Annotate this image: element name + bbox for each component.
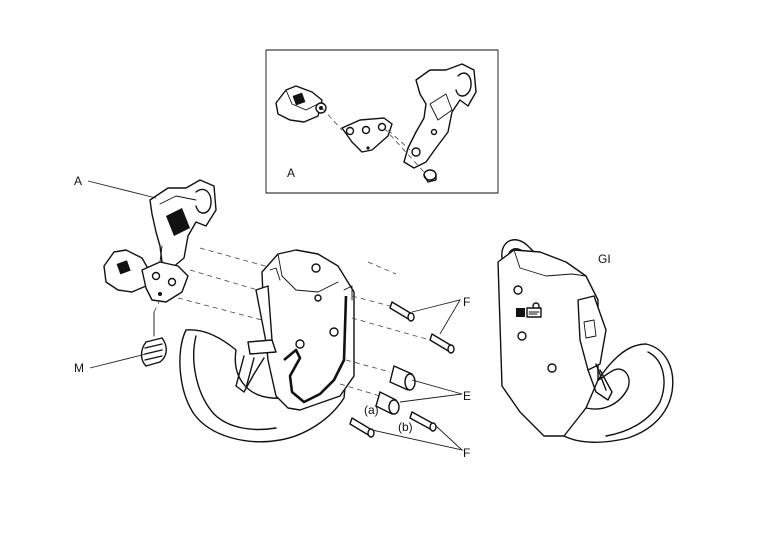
pin-line-2 <box>351 317 431 341</box>
pin-line-4 <box>339 383 381 397</box>
badge-label-plate <box>526 307 542 318</box>
pin-f-bottom-1 <box>349 417 375 438</box>
leader-f-top <box>411 299 461 335</box>
leader-f-bottom <box>371 425 464 451</box>
pin-line-1 <box>351 295 391 307</box>
inset-detail-box: A <box>265 49 499 194</box>
inset-hook-arm <box>403 63 477 169</box>
inset-pin <box>423 169 437 183</box>
pin-line-5 <box>367 261 397 275</box>
label-e: E <box>463 389 471 403</box>
right-hook-body <box>497 239 674 443</box>
inset-label-a: A <box>287 166 295 180</box>
leader-a <box>87 180 157 199</box>
pin-line-3 <box>345 359 391 373</box>
inset-link-plate <box>341 117 393 153</box>
bushing-e-2 <box>375 391 400 415</box>
assembly-line-3 <box>177 297 301 331</box>
label-sub-a: (a) <box>364 403 379 417</box>
pin-f-top-1 <box>389 301 415 322</box>
bushing-e-1 <box>389 365 416 391</box>
label-f-bottom: F <box>463 446 470 460</box>
label-gi: GI <box>598 252 611 266</box>
leader-e <box>399 379 463 403</box>
pin-f-top-2 <box>429 333 455 354</box>
latch-mechanism-a <box>103 179 217 303</box>
inset-latch-block <box>275 85 327 123</box>
label-a: A <box>74 174 82 188</box>
label-sub-b: (b) <box>398 420 413 434</box>
spring-m <box>140 299 167 367</box>
leader-m <box>89 353 147 369</box>
label-f-top: F <box>463 295 470 309</box>
label-m: M <box>74 361 84 375</box>
center-hook-body <box>179 249 355 443</box>
assembly-line-2 <box>189 269 313 307</box>
badge-square <box>516 308 525 317</box>
pin-f-bottom-2 <box>409 411 437 432</box>
inset-frame <box>265 49 499 194</box>
